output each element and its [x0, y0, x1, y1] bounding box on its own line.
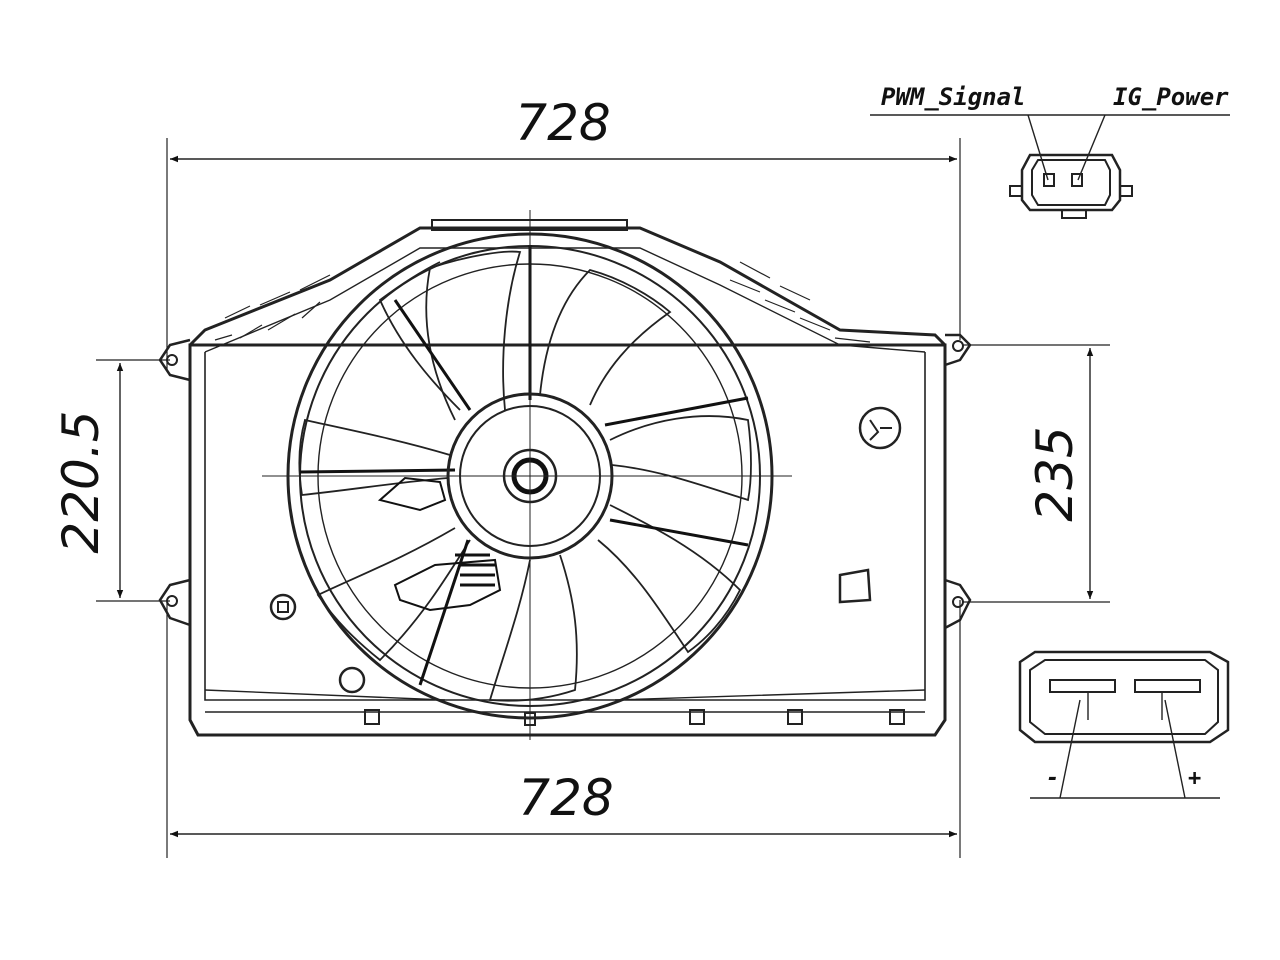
mounting-ears	[158, 333, 972, 630]
negative-terminal-label: -	[1046, 766, 1059, 791]
top-width-dimension: 728	[166, 94, 961, 370]
bottom-width-label: 728	[518, 769, 613, 827]
fan-hub	[262, 210, 792, 740]
housing-features	[269, 406, 902, 694]
pwm-signal-label: PWM_Signal	[881, 83, 1026, 111]
fan-blades	[298, 250, 752, 702]
bottom-width-dimension: 728	[166, 600, 961, 858]
left-height-label: 220.5	[52, 410, 110, 553]
fan-shroud	[188, 219, 947, 737]
motor-connector	[377, 476, 502, 612]
right-height-label: 235	[1026, 426, 1084, 521]
ig-power-label: IG_Power	[1113, 83, 1229, 111]
signal-connector: PWM_Signal IG_Power	[870, 83, 1230, 219]
positive-terminal-label: +	[1188, 766, 1201, 791]
left-height-dimension: 220.5	[52, 359, 170, 602]
right-height-dimension: 235	[962, 344, 1110, 603]
power-connector: - +	[1018, 650, 1230, 799]
top-width-label: 728	[515, 94, 610, 152]
